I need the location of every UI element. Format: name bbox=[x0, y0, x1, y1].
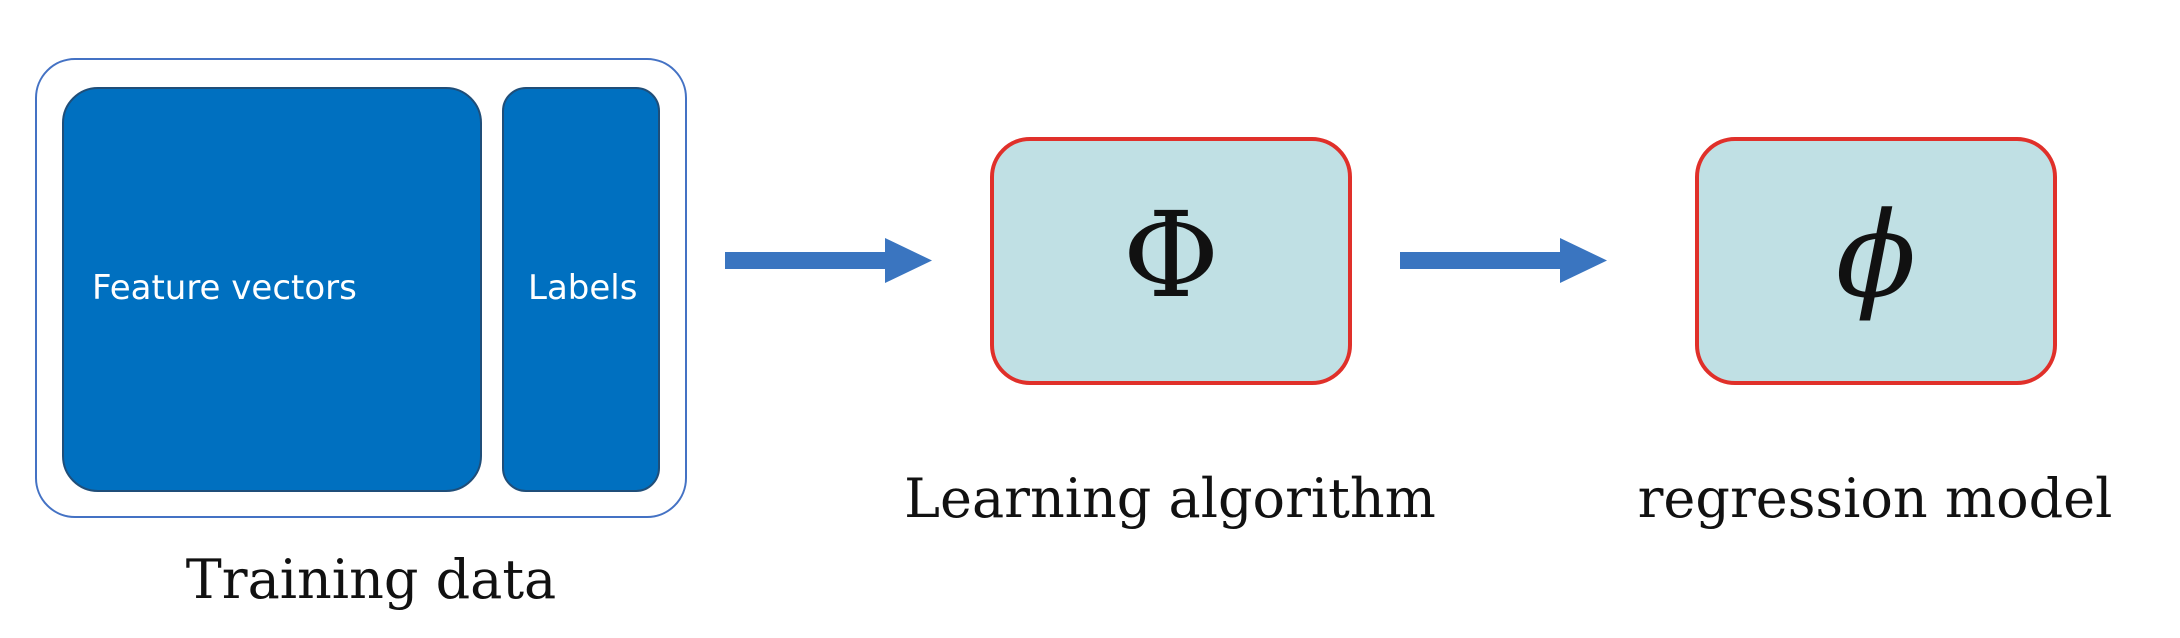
feature-vectors-block bbox=[62, 87, 482, 492]
learning-algorithm-symbol: Φ bbox=[1122, 186, 1220, 324]
regression-model-caption: regression model bbox=[1637, 467, 2113, 530]
labels-block bbox=[502, 87, 660, 492]
arrow-algorithm-to-model bbox=[1400, 238, 1607, 283]
labels-label: Labels bbox=[528, 268, 638, 308]
learning-algorithm-box bbox=[990, 137, 1352, 385]
learning-algorithm-caption: Learning algorithm bbox=[904, 467, 1436, 530]
regression-model-symbol: ϕ bbox=[1835, 186, 1917, 324]
training-data-caption: Training data bbox=[185, 548, 557, 611]
feature-vectors-label: Feature vectors bbox=[92, 268, 357, 308]
arrow-training-to-algorithm bbox=[725, 238, 932, 283]
regression-model-box bbox=[1695, 137, 2057, 385]
